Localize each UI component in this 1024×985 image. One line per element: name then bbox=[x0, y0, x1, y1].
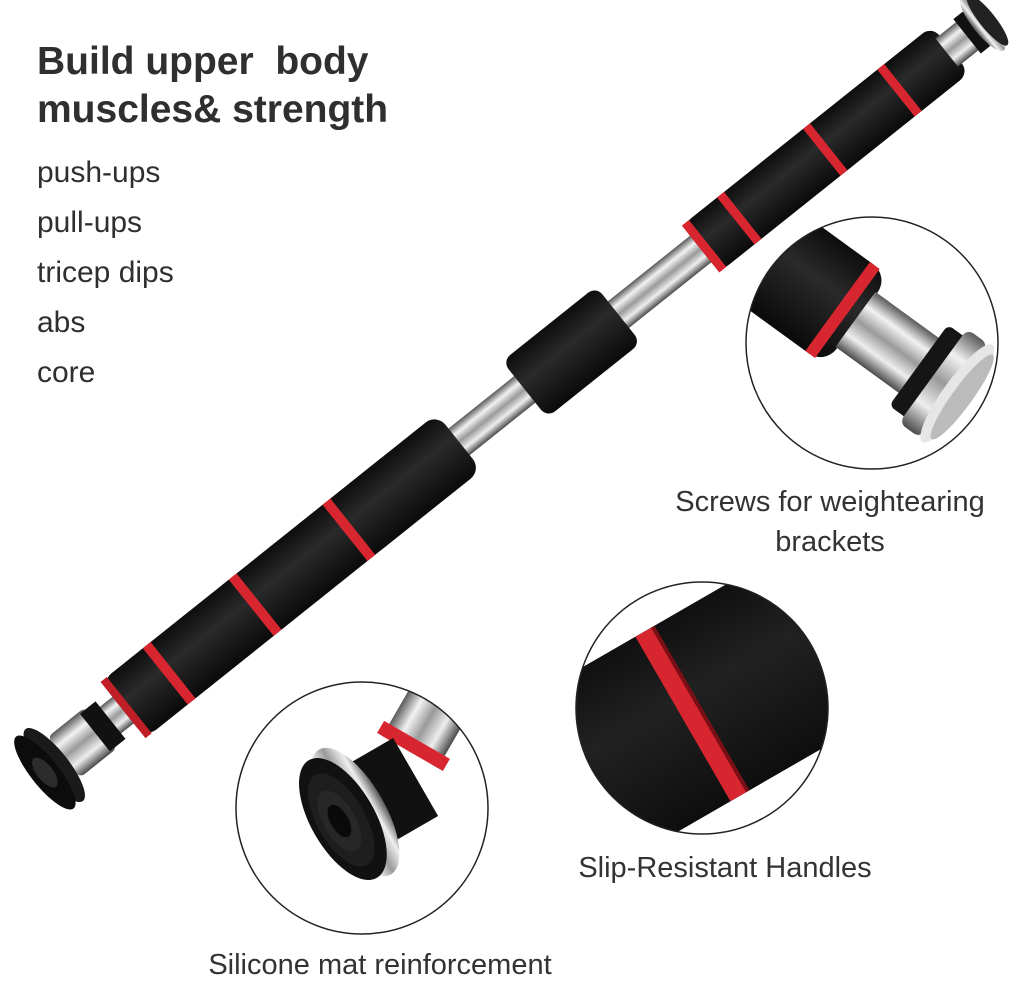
upper-end-cap bbox=[935, 0, 1009, 67]
headline: Build upper body muscles& strength bbox=[37, 38, 388, 134]
screws-caption-line-1: Screws for weightearing bbox=[675, 486, 985, 518]
lower-foam-grip bbox=[100, 419, 476, 739]
exercise-item: abs bbox=[37, 306, 86, 339]
exercise-item: pull-ups bbox=[37, 206, 143, 239]
lower-end-cap bbox=[14, 701, 126, 810]
screws-caption-line-2: brackets bbox=[775, 526, 885, 558]
exercise-item: core bbox=[37, 356, 96, 389]
silicone-mat-detail-circle bbox=[235, 681, 489, 935]
exercise-item: tricep dips bbox=[37, 256, 174, 289]
screws-caption: Screws for weightearing brackets bbox=[620, 482, 1024, 562]
end-cap-detail-circle bbox=[745, 216, 999, 470]
foam-grip-detail-circle bbox=[575, 581, 829, 835]
headline-line-1: Build upper body bbox=[37, 40, 369, 83]
exercise-list: push-ups pull-ups tricep dips abs core bbox=[37, 148, 174, 398]
mat-caption: Silicone mat reinforcement bbox=[208, 949, 552, 981]
exercise-item: push-ups bbox=[37, 156, 161, 189]
headline-line-2: muscles& strength bbox=[37, 88, 389, 131]
center-grip bbox=[506, 290, 637, 414]
pull-up-bar bbox=[14, 0, 1009, 810]
upper-foam-grip bbox=[681, 30, 965, 273]
handles-caption: Slip-Resistant Handles bbox=[578, 852, 872, 884]
